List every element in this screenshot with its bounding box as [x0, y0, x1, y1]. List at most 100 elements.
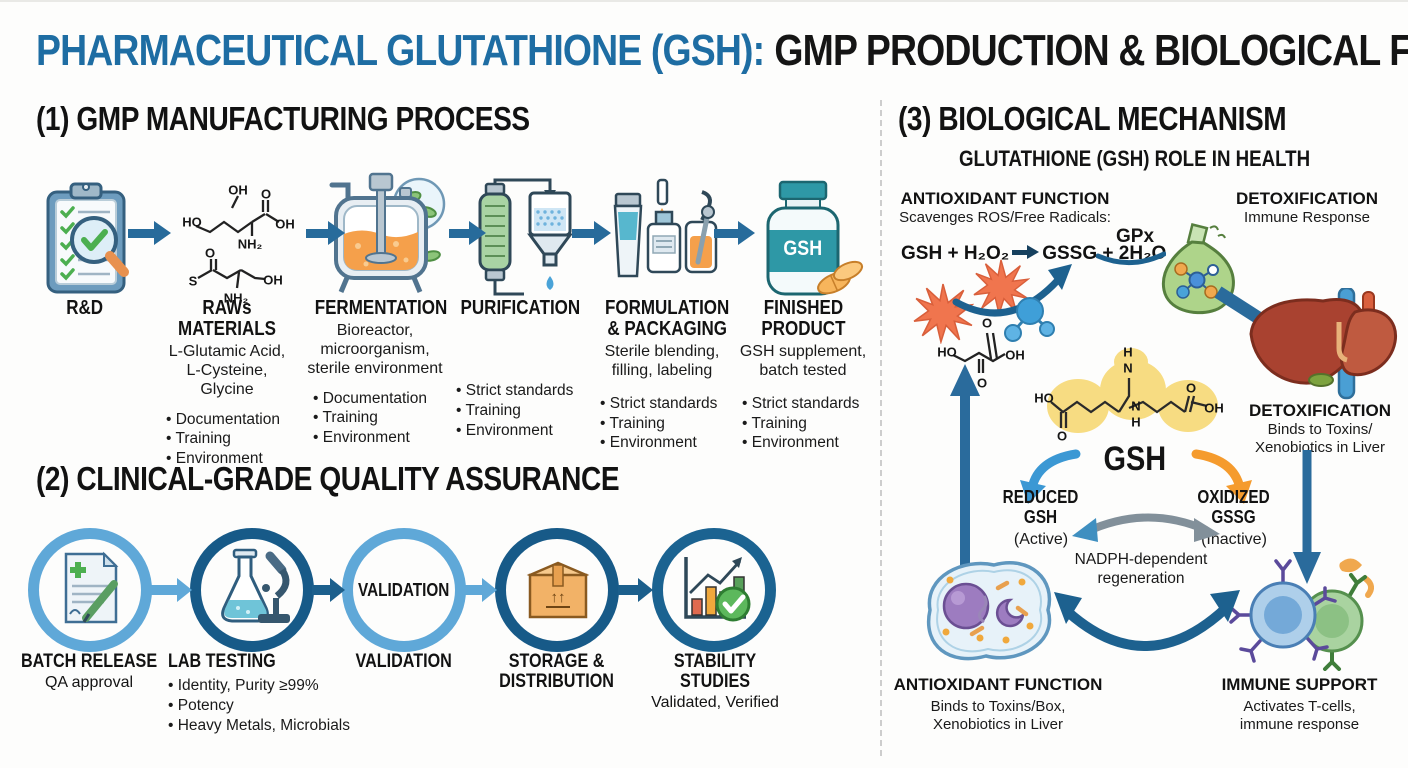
atom-label: N: [1131, 398, 1141, 414]
oxidized-gssg-block: OXIDIZED GSSG (Inactive): [1178, 487, 1290, 550]
formulation-packaging-icon: [606, 178, 720, 300]
page-title-highlight: PHARMACEUTICAL GLUTATHIONE (GSH):: [36, 26, 765, 75]
page-title-rest: GMP PRODUCTION & BIOLOGICAL FUNCTION: [774, 26, 1408, 75]
atom-label: O: [1185, 380, 1197, 396]
stage-batch-release: BATCH RELEASE QA approval: [8, 652, 170, 692]
atom-label: OH: [228, 182, 248, 198]
step-label: RAWs MATERIALS: [178, 297, 276, 340]
stage-stability-studies: STABILITY STUDIES Validated, Verified: [626, 652, 804, 712]
stage-lab-testing: LAB TESTING Identity, Purity ≥99% Potenc…: [168, 652, 378, 735]
arrow-ros-to-equation: [950, 262, 1086, 322]
lab-flask-microscope-icon: [214, 548, 294, 632]
equation-arrow-icon: [1012, 245, 1040, 259]
step-bullets: Documentation Training Environment: [158, 410, 296, 469]
water-molecule-icon: [1000, 293, 1058, 351]
gsh-center-label: GSH: [1103, 440, 1167, 478]
atom-label: HO: [937, 344, 957, 360]
step-label: PURIFICATION: [460, 297, 581, 319]
box-up-arrows: ↑↑: [546, 589, 570, 608]
gpx-label: GPx: [1116, 226, 1155, 247]
step-sub: L-Glutamic Acid, L-Cysteine, Glycine: [168, 343, 286, 398]
atom-label: O: [976, 375, 988, 391]
detox-top-block: DETOXIFICATION Immune Response: [1222, 189, 1392, 227]
step-sub: Sterile blending, filling, labeling: [604, 343, 720, 379]
page-title: PHARMACEUTICAL GLUTATHIONE (GSH):GMP PRO…: [36, 26, 1408, 76]
detox-top-sub: Immune Response: [1244, 208, 1370, 226]
stage-sub: QA approval: [44, 673, 134, 691]
bottle-gsh-label: GSH: [783, 237, 823, 260]
ring-storage: [495, 528, 619, 652]
finished-product-bottle-icon: GSH: [750, 180, 870, 300]
step-raw-materials: RAWs MATERIALS L-Glutamic Acid, L-Cystei…: [158, 298, 296, 469]
step-sub: Bioreactor, microorganism, sterile envir…: [307, 322, 443, 377]
ring-validation: [342, 528, 466, 652]
arrow-cell-to-ros: [946, 362, 984, 570]
arrow-step5-6: [714, 221, 755, 245]
ring-batch-release: [28, 528, 152, 652]
antioxidant-top-block: ANTIOXIDANT FUNCTION Scavenges ROS/Free …: [895, 189, 1115, 227]
stability-chart-icon: [676, 551, 754, 629]
fermentation-bioreactor-icon: [318, 172, 450, 299]
step-label: FINISHED PRODUCT: [760, 297, 846, 340]
step-purification: PURIFICATION Strict standards Training E…: [450, 298, 590, 440]
top-border: [0, 0, 1408, 2]
step-finished-product: FINISHED PRODUCT GSH supplement, batch t…: [736, 298, 870, 453]
arrow-step2-3: [306, 221, 345, 245]
gpx-enzyme-flask-icon: [1152, 222, 1242, 318]
atom-label: H: [1123, 344, 1133, 360]
gsh-molecule-icon: H N HO O N H O OH: [1033, 344, 1225, 450]
step-label: FERMENTATION: [314, 297, 448, 319]
antioxidant-bottom-title: ANTIOXIDANT FUNCTION: [893, 675, 1103, 694]
batch-document-icon: [60, 550, 122, 630]
section3-heading: (3) BIOLOGICAL MECHANISM: [898, 100, 1287, 137]
equation-lhs: GSH + H₂O₂: [901, 243, 1010, 264]
step-label: FORMULATION & PACKAGING: [604, 297, 730, 340]
arrow-stage3-4: [464, 578, 497, 602]
liver-icon: [1243, 288, 1408, 400]
section2-heading: (2) CLINICAL-GRADE QUALITY ASSURANCE: [36, 460, 620, 497]
detox-liver-block: DETOXIFICATION Binds to Toxins/ Xenobiot…: [1240, 401, 1400, 458]
storage-box-icon: ↑↑: [522, 553, 594, 625]
detox-liver-title: DETOXIFICATION: [1249, 401, 1391, 420]
arrow-step3-4: [449, 221, 486, 245]
stage-bullets: Identity, Purity ≥99% Potency Heavy Meta…: [168, 676, 378, 735]
atom-label: H: [1131, 414, 1141, 430]
atom-label: OH: [1204, 400, 1224, 416]
oxidized-title: OXIDIZED GSSG: [1197, 487, 1271, 527]
atom-label: S: [188, 273, 198, 289]
antioxidant-top-title: ANTIOXIDANT FUNCTION: [900, 189, 1110, 208]
step-bullets: Strict standards Training Environment: [594, 394, 730, 453]
reduced-sub: (Active): [1013, 530, 1069, 548]
stage-validation: VALIDATION: [334, 652, 474, 672]
arrow-gsh-to-oxidized: [1188, 448, 1256, 508]
atom-label: HO: [182, 214, 202, 230]
stage-title: BATCH RELEASE: [20, 651, 158, 672]
antioxidant-top-sub: Scavenges ROS/Free Radicals:: [899, 208, 1111, 226]
arrow-cell-immune-cycle: [1052, 582, 1242, 668]
atom-label: O: [260, 186, 272, 202]
atom-label: OH: [275, 216, 295, 232]
validation-ring-text: VALIDATION: [358, 580, 450, 600]
ring-lab-testing: [190, 528, 314, 652]
arrow-gsh-to-reduced: [1016, 448, 1084, 508]
nadph-label: NADPH-dependent regeneration: [1074, 551, 1208, 588]
atom-label: O: [1056, 428, 1068, 444]
equation-gpx-connector: [1096, 250, 1166, 272]
oxidized-sub: (Inactive): [1201, 530, 1267, 548]
raw-materials-molecule-icon: OH HO O OH NH₂ O S OH NH₂: [180, 180, 302, 306]
immune-support-block: IMMUNE SUPPORT Activates T-cells, immune…: [1212, 675, 1387, 735]
antioxidant-bottom-block: ANTIOXIDANT FUNCTION Binds to Toxins/Box…: [893, 675, 1103, 735]
immune-cells-icon: [1228, 545, 1376, 671]
ring-stability: [652, 528, 776, 652]
immune-support-title: IMMUNE SUPPORT: [1221, 675, 1378, 694]
arrow-stage4-5: [618, 578, 653, 602]
antioxidant-bottom-sub: Binds to Toxins/Box, Xenobiotics in Live…: [930, 697, 1066, 734]
stage-title: VALIDATION: [355, 651, 453, 672]
step-label: R&D: [66, 297, 104, 319]
equation-rhs: GSSG + 2H₂O: [1042, 243, 1167, 264]
step-rnd: R&D: [30, 298, 140, 319]
arrow-nadph-regeneration: [1068, 498, 1224, 548]
step-sub: GSH supplement, batch tested: [739, 343, 867, 379]
step-fermentation: FERMENTATION Bioreactor, microorganism, …: [303, 298, 447, 448]
scavenged-molecule-icon: HO O OH O: [935, 315, 1050, 393]
